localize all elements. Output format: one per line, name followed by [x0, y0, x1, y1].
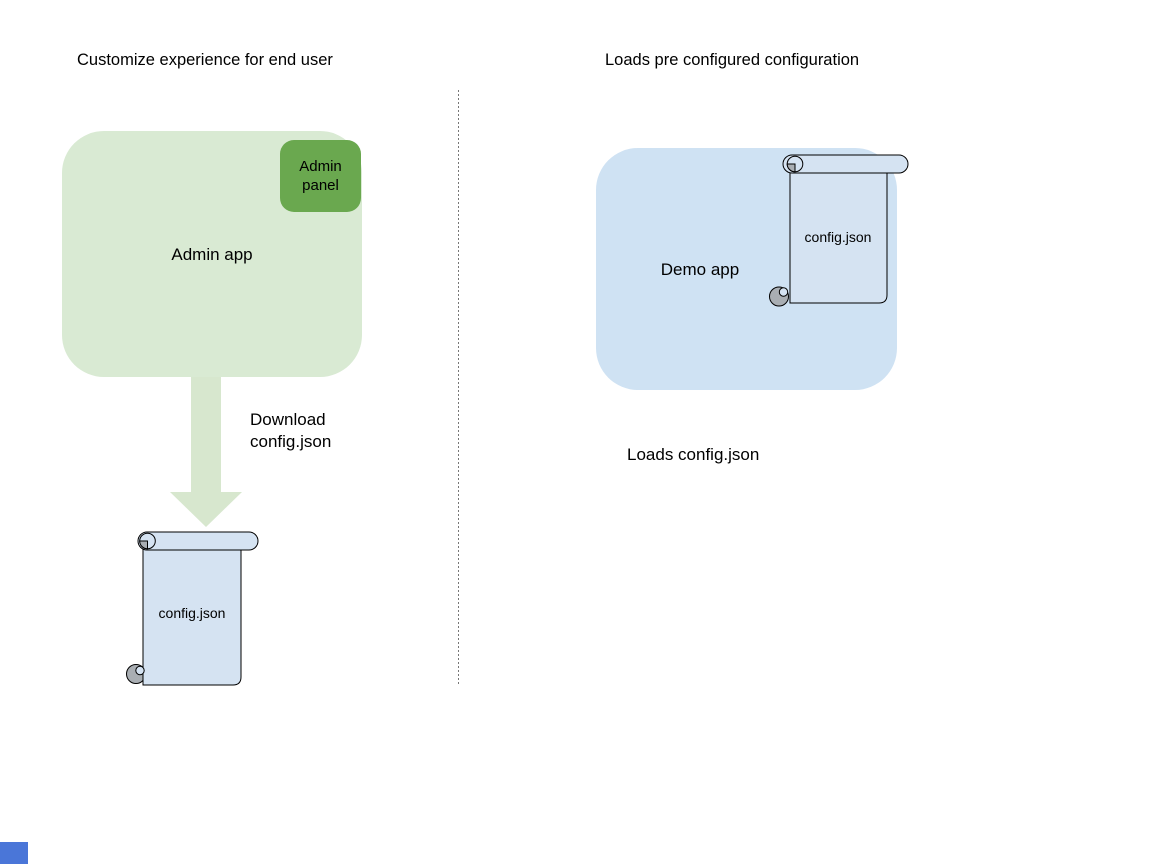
demo-app-label: Demo app: [660, 260, 740, 279]
download-arrow-icon: [170, 377, 242, 527]
section-divider: [458, 90, 459, 686]
corner-artifact-square: [0, 842, 28, 864]
admin-panel-box: Admin panel: [280, 140, 361, 212]
left-section-title: Customize experience for end user: [77, 51, 333, 69]
config-json-label-left: config.json: [159, 605, 226, 621]
right-section-title: Loads pre configured configuration: [605, 51, 860, 69]
loads-config-caption: Loads config.json: [627, 445, 760, 464]
config-json-scroll-left: config.json: [126, 531, 259, 686]
config-json-label-right: config.json: [805, 229, 872, 245]
config-json-scroll-right: config.json: [769, 154, 909, 307]
admin-app-label: Admin app: [171, 245, 253, 264]
admin-panel-label: Admin panel: [299, 158, 342, 194]
download-arrow-label: Download config.json: [250, 410, 332, 451]
